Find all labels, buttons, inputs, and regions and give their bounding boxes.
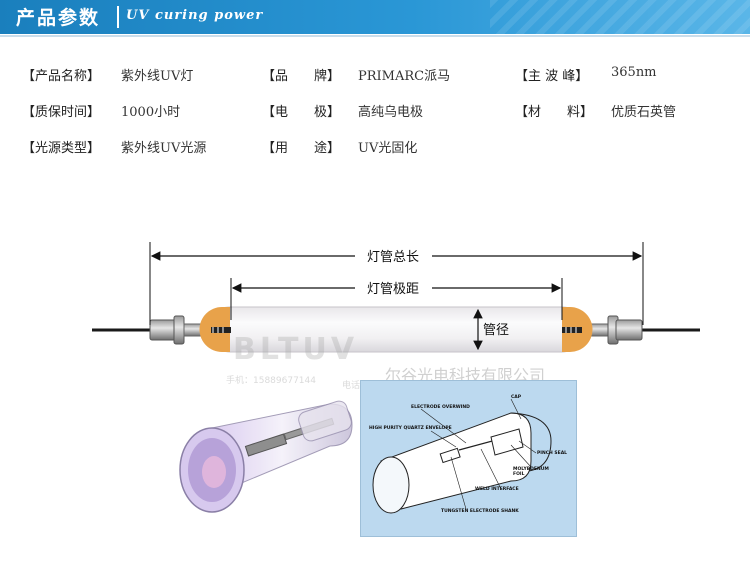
header-divider	[0, 35, 750, 37]
spec-value: 优质石英管	[611, 105, 677, 120]
spec-label: 【用 途】	[262, 141, 341, 156]
label-cap: CAP	[511, 395, 522, 400]
left-filament	[211, 327, 231, 333]
label-tungsten-shank: TUNGSTEN ELECTRODE SHANK	[441, 509, 519, 514]
header-separator	[117, 6, 119, 28]
spec-value: PRIMARC派马	[358, 69, 451, 84]
right-filament	[562, 327, 582, 333]
spec-value: 1000小时	[121, 105, 181, 120]
spec-label: 【产品名称】	[22, 69, 101, 84]
quartz-tube	[207, 306, 585, 353]
left-metal-cap	[149, 315, 209, 345]
electrode-distance-label: 灯管极距	[367, 282, 419, 297]
total-length-label: 灯管总长	[367, 250, 419, 265]
label-weld-interface: WELD INTERFACE	[475, 487, 519, 492]
right-metal-cap	[583, 315, 643, 345]
electrode-3d-illustration	[179, 400, 353, 513]
spec-value: UV光固化	[358, 141, 418, 156]
spec-label: 【材 料】	[515, 105, 594, 120]
label-electrode-overwind: ELECTRODE OVERWIND	[411, 405, 470, 410]
spec-value: 紫外线UV光源	[121, 141, 207, 156]
spec-label: 【主 波 峰】	[515, 69, 589, 84]
spec-value: 365nm	[611, 65, 657, 80]
section-header: 产品参数 UV curing power	[0, 0, 750, 34]
spec-label: 【光源类型】	[22, 141, 101, 156]
electrode-cutaway-inset: CAP ELECTRODE OVERWIND HIGH PURITY QUART…	[360, 380, 577, 537]
spec-label: 【电 极】	[262, 105, 341, 120]
diameter-label: 管径	[483, 323, 509, 338]
label-pinch-seal: PINCH SEAL	[537, 451, 568, 456]
spec-value: 高纯乌电极	[358, 105, 424, 120]
label-molybdenum-foil: MOLYBDENUM FOIL	[513, 467, 549, 477]
spec-label: 【品 牌】	[262, 69, 341, 84]
label-quartz-envelope: HIGH PURITY QUARTZ ENVELOPE	[369, 426, 452, 431]
section-title: 产品参数	[16, 7, 101, 29]
header-decoration	[490, 0, 750, 34]
section-subtitle: UV curing power	[126, 8, 264, 23]
cutaway-drawing	[372, 398, 552, 514]
spec-label: 【质保时间】	[22, 105, 101, 120]
spec-value: 紫外线UV灯	[121, 69, 194, 84]
